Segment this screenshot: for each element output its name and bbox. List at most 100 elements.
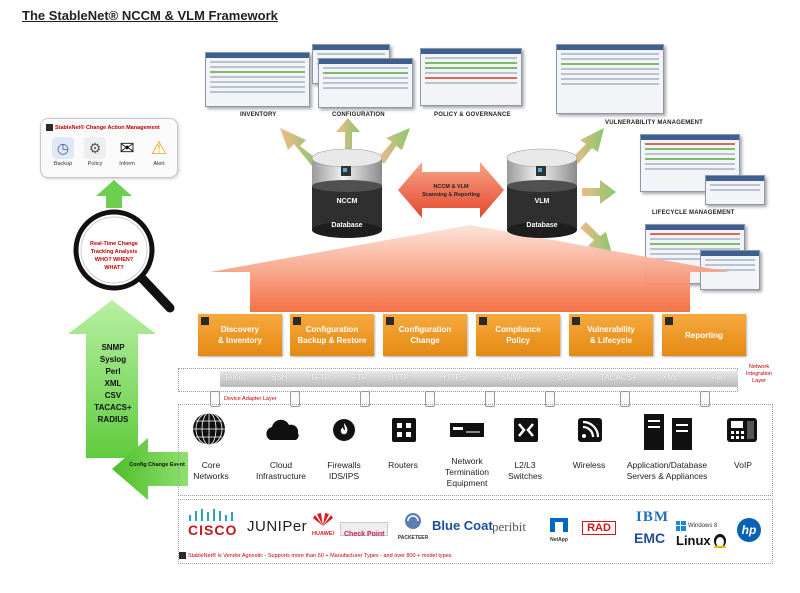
lifecycle-screenshot-front	[705, 175, 765, 205]
vulnerability-lifecycle-button[interactable]: Vulnerability& Lifecycle	[569, 314, 653, 356]
firewall-icon	[330, 416, 358, 444]
function-line-2: Backup & Restore	[297, 336, 367, 345]
nil-line-3: Layer	[752, 378, 766, 384]
windows-logo: Windows 8	[676, 520, 724, 532]
magnifier-up-arrow	[96, 180, 132, 208]
device-line-1: Network	[451, 456, 483, 466]
alert-label: Alert	[153, 161, 165, 167]
reporting-button[interactable]: Reporting	[662, 314, 746, 356]
function-line-1: Discovery	[220, 325, 260, 334]
function-line-1: Compliance	[495, 325, 541, 334]
lifecycle-screenshot	[640, 134, 740, 192]
function-line-1: Vulnerability	[587, 325, 635, 334]
device-line-2: Networks	[193, 471, 229, 481]
stablenet-logo-mark	[386, 317, 394, 325]
input-protocol: Perl	[105, 367, 121, 376]
input-protocol: CSV	[104, 391, 122, 400]
hp-wordmark: hp	[741, 523, 757, 537]
stablenet-logo-mark	[46, 124, 53, 131]
vendor-agnostic-footnote: StableNet® is Vendor Agnostic - Supports…	[188, 553, 452, 559]
warning-icon: ⚠	[150, 137, 168, 158]
ibm-logo: IBM	[636, 509, 669, 525]
scan-line-2: Scanning & Reporting	[422, 192, 480, 198]
change-action-title: StableNet® Change Action Management	[55, 125, 160, 131]
hp-logo: hp	[737, 518, 761, 542]
protocol-telnet: Telnet	[224, 373, 246, 382]
reporting-screenshot-front	[700, 250, 760, 290]
inform-label: Inform	[119, 161, 135, 167]
netapp-logo: NetApp	[547, 518, 571, 543]
protocol-ftp: FTP	[352, 373, 368, 382]
nccm-db-name: NCCM	[336, 198, 358, 205]
alert-action[interactable]: ⚠ Alert	[145, 137, 173, 168]
cloud-icon	[262, 416, 302, 444]
function-line-1: Configuration	[398, 325, 452, 334]
magnifier-icon	[73, 209, 175, 313]
adapter-connector	[290, 391, 300, 407]
vulnerability-screenshot	[556, 44, 664, 114]
huawei-wordmark: HUAWEI	[312, 531, 334, 537]
protocol-tacacs: TACACS+	[600, 373, 637, 382]
adapter-connector	[360, 391, 370, 407]
protocol-http: HTTP	[388, 373, 409, 382]
vlm-db-name: VLM	[534, 198, 550, 205]
packeteer-logo: PACKETEER	[396, 512, 430, 541]
device-line-2: IDS/IPS	[328, 471, 360, 481]
device-line-3: Equipment	[446, 478, 488, 488]
device-line-2: Infrastructure	[255, 471, 307, 481]
devices-frame	[178, 404, 773, 496]
bluecoat-logo: Blue Coat	[432, 518, 493, 533]
page-title: The StableNet® NCCM & VLM Framework	[22, 8, 278, 23]
nccm-output-arrows	[280, 118, 410, 166]
nccm-db-sub: Database	[331, 222, 363, 229]
device-line-1: Application/Database	[626, 460, 708, 470]
discovery-inventory-button[interactable]: Discovery& Inventory	[198, 314, 282, 356]
policy-action[interactable]: ⚙ Policy	[81, 137, 109, 167]
adapter-connector	[210, 391, 220, 407]
inventory-screenshot	[205, 52, 310, 107]
wireless-icon	[576, 416, 604, 444]
nil-line-1: Network	[748, 364, 770, 370]
vlm-db-sub: Database	[526, 222, 558, 229]
adapter-connector	[545, 391, 555, 407]
lifecycle-label: LIFECYCLE MANAGEMENT	[652, 210, 735, 216]
envelope-icon: ✉	[119, 137, 135, 158]
device-line-1: Core	[201, 460, 221, 470]
protocol-xml: XML	[662, 373, 679, 382]
stablenet-logo-mark	[479, 317, 487, 325]
nccm-database-icon	[311, 148, 383, 238]
scan-line-1: NCCM & VLM	[433, 184, 469, 190]
inform-action[interactable]: ✉ Inform	[113, 137, 141, 168]
stablenet-logo-mark	[179, 552, 186, 559]
tux-icon	[713, 534, 726, 548]
change-action-box: StableNet® Change Action Management ◷ Ba…	[40, 118, 178, 178]
backup-label: Backup	[53, 161, 73, 167]
device-adapter-layer-label: Device Adapter Layer	[224, 396, 277, 402]
huawei-logo: HUAWEI	[310, 512, 336, 537]
function-line-2: Policy	[506, 336, 530, 345]
rad-logo: RAD	[578, 518, 620, 536]
config-change-event-label: Config Change Event	[129, 462, 185, 468]
device-line-2: Switches	[507, 471, 542, 481]
vendors-frame	[178, 499, 773, 564]
protocol-https: HTTPS	[440, 373, 467, 382]
network-integration-label: Network Integration Layer	[739, 364, 779, 385]
input-protocol: TACACS+	[94, 403, 132, 412]
backup-action[interactable]: ◷ Backup	[49, 137, 77, 167]
scanning-reporting-label: NCCM & VLM Scanning & Reporting	[416, 183, 486, 199]
config-change-arrow	[112, 438, 188, 500]
adapter-connector	[485, 391, 495, 407]
protocol-scp: SCP	[557, 373, 574, 382]
cisco-wordmark: CISCO	[188, 522, 238, 538]
function-line-1: Configuration	[305, 325, 359, 334]
protocol-up-arrow	[68, 300, 156, 458]
big-up-arrow	[210, 225, 730, 312]
stablenet-logo-mark	[572, 317, 580, 325]
function-line-2: Change	[410, 336, 440, 345]
